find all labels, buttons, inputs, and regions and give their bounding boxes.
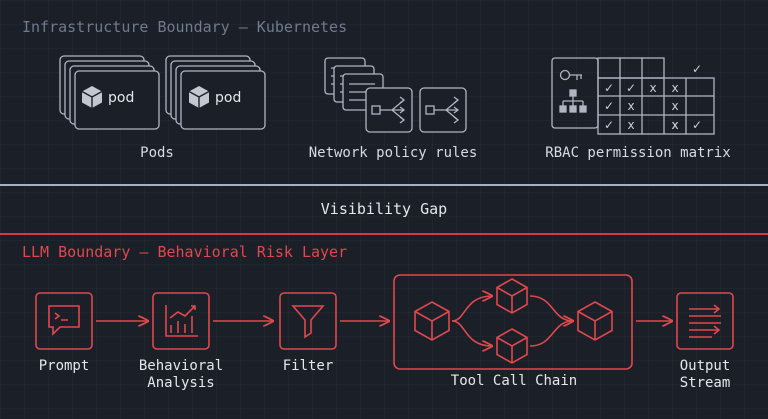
output-node [676, 292, 734, 350]
output-label-line: Output [679, 358, 731, 374]
rbac-deny-mark: x [627, 118, 634, 132]
rbac-deny-mark: x [671, 81, 678, 95]
cube-chain-icon [414, 278, 613, 364]
funnel-icon [291, 305, 325, 339]
prompt-label: Prompt [39, 358, 90, 375]
analysis-label: Behavioral Analysis [139, 358, 223, 392]
rbac-check-mark: ✓ [604, 99, 614, 113]
filter-label-line: Filter [282, 358, 334, 374]
rbac-check-mark: ✓ [604, 81, 614, 95]
network-policy-icon [324, 57, 467, 133]
rbac-check-mark: ✓ [626, 81, 636, 95]
rbac-check-mark: ✓ [692, 62, 702, 76]
rbac-check-mark: ✓ [692, 118, 702, 132]
infrastructure-title: Infrastructure Boundary — Kubernetes [22, 18, 348, 36]
stream-icon [689, 304, 721, 338]
rbac-deny-mark: x [671, 118, 678, 132]
analysis-label-line: Behavioral [138, 358, 224, 374]
visibility-gap-label: Visibility Gap [320, 200, 448, 218]
network-policy-label: Network policy rules [308, 145, 478, 161]
analysis-node [152, 292, 210, 350]
output-label: Output Stream [680, 358, 731, 392]
output-label-line: Stream [679, 375, 731, 391]
rbac-deny-mark: x [671, 99, 678, 113]
prompt-label-line: Prompt [38, 358, 90, 374]
tool-call-chain-node [393, 274, 633, 370]
pod-cube-icon [81, 86, 103, 108]
llm-title: LLM Boundary — Behavioral Risk Layer [22, 243, 348, 261]
pods-label: Pods [140, 145, 174, 161]
pod-label: pod [215, 90, 241, 106]
filter-node [279, 292, 337, 350]
pod-cube-icon [188, 86, 210, 108]
analysis-label-line: Analysis [147, 375, 215, 391]
rbac-deny-mark: x [649, 81, 656, 95]
key-icon [559, 69, 582, 81]
pod-stack-1 [59, 55, 160, 130]
prompt-node [35, 292, 93, 350]
pod-label: pod [108, 90, 134, 106]
rbac-deny-mark: x [671, 118, 678, 132]
rbac-label: RBAC permission matrix [545, 145, 731, 161]
tool-call-chain-label: Tool Call Chain [451, 373, 577, 390]
rbac-matrix-icon [551, 57, 715, 135]
tool-call-chain-label-line: Tool Call Chain [450, 373, 578, 389]
rbac-deny-mark: x [627, 99, 634, 113]
hierarchy-icon [559, 89, 587, 113]
filter-label: Filter [283, 358, 334, 375]
chart-icon [165, 305, 198, 337]
terminal-icon [48, 305, 80, 336]
rbac-check-mark: ✓ [604, 118, 614, 132]
pod-stack-2 [165, 55, 266, 130]
